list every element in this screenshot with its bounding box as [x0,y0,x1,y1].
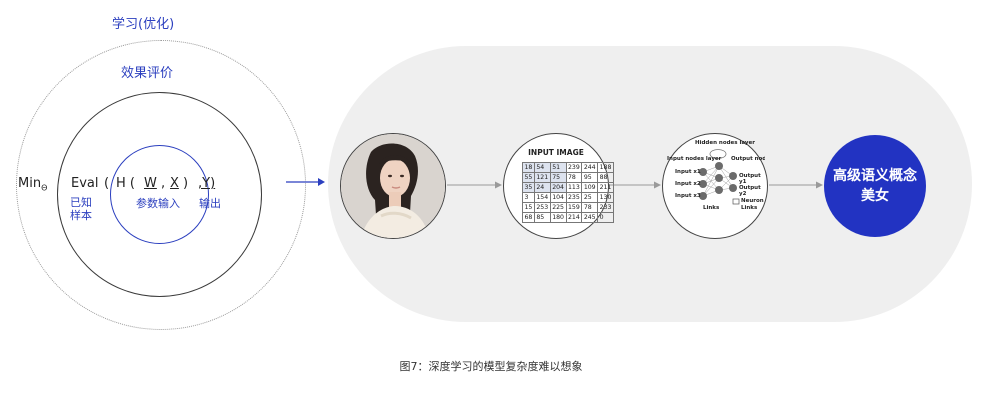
parameter-scope-circle [110,145,209,244]
pixel-cell: 154 [533,192,551,203]
input-layer-label: Input nodes layer [667,156,722,162]
output-y2-label: Output y2 [739,185,761,197]
output-label: 输出 [199,197,221,210]
pixel-cell: 54 [533,162,551,173]
arrow-photo-to-image-icon [447,181,502,189]
links-label-left: Links [703,205,720,211]
pixel-cell: 3 [522,192,535,203]
pixel-cell: 239 [565,162,583,173]
input-image-title: INPUT IMAGE [528,148,584,157]
neural-network-stage: Hidden nodes layer Input nodes layer Out… [662,133,768,239]
min-operator: MinΘ [18,176,47,193]
semantic-concept-stage: 高级语义概念 美女 [824,135,926,237]
pixel-cell: 245 [581,212,599,223]
pixel-cell: 214 [565,212,583,223]
y-output: ,Y) [198,176,216,191]
known-samples-line1: 已知 [70,196,92,209]
h-close: ) [183,176,189,191]
neuron-label: Neuron [741,198,764,204]
known-samples-label: 已知 样本 [70,196,92,222]
pixel-cell: 15 [522,202,535,213]
pixel-cell: 235 [565,192,583,203]
known-samples-line2: 样本 [70,209,92,222]
arrow-image-to-network-icon [610,181,661,189]
pixel-cell: 188 [597,162,614,173]
pixel-cell: 68 [522,212,535,223]
pixel-cell: 24 [533,182,551,193]
pixel-cell: 211 [597,182,614,193]
pixel-cell: 88 [597,172,614,183]
network-diagram [699,149,740,205]
output-y1-label: Output y1 [739,173,761,185]
learning-scope-circle [16,40,306,330]
eval-paren-open: ( [104,176,110,191]
pixel-cell: 180 [549,212,567,223]
eval-text: Eval [71,176,99,191]
input-x1-label: Input x1 [675,169,701,175]
pixel-cell: 75 [549,172,567,183]
input-photo [340,133,446,239]
pixel-cell: 244 [581,162,599,173]
pixel-cell: 85 [533,212,551,223]
pixel-cell: 95 [581,172,599,183]
input-x3-label: Input x3 [675,193,701,199]
pixel-cell: 204 [549,182,567,193]
w-param: W [144,176,157,191]
pixel-cell: 225 [549,202,567,213]
figure-caption: 图7：深度学习的模型复杂度难以想象 [399,360,583,373]
pixel-cell: 78 [581,202,599,213]
concept-line2: 美女 [861,188,889,204]
pixel-cell: 18 [522,162,535,173]
concept-line1: 高级语义概念 [833,168,917,184]
learning-label: 学习(优化) [112,17,175,32]
params-input-label: 参数输入 [136,197,180,210]
comma-separator: , [161,176,166,191]
pixel-cell: 233 [597,202,614,213]
pixel-cell: 159 [565,202,583,213]
pixel-cell: 109 [581,182,599,193]
pixel-cell: 130 [597,192,614,203]
min-text: Min [18,176,42,191]
pixel-cell: 113 [565,182,583,193]
pixel-cell: 35 [522,182,535,193]
min-subscript: Θ [41,183,48,193]
pixel-cell: 51 [549,162,567,173]
arrow-network-to-concept-icon [769,181,823,189]
hidden-layer-label: Hidden nodes layer [695,140,755,146]
portrait-illustration [341,134,445,238]
evaluation-scope-circle [57,92,262,297]
main-arrow-icon [286,178,325,186]
pixel-cell: 0 [597,212,614,223]
h-open: H ( [116,176,135,191]
evaluation-label: 效果评价 [121,66,174,81]
links-label-right: Links [741,205,758,211]
pixel-cell: 78 [565,172,583,183]
output-layer-label: Output nodes layer [731,156,765,162]
pixel-cell: 55 [522,172,535,183]
pixel-cell: 104 [549,192,567,203]
pixel-cell: 121 [533,172,551,183]
x-input: X [170,176,179,191]
pixel-cell: 253 [533,202,551,213]
input-x2-label: Input x2 [675,181,701,187]
pixel-cell: 25 [581,192,599,203]
